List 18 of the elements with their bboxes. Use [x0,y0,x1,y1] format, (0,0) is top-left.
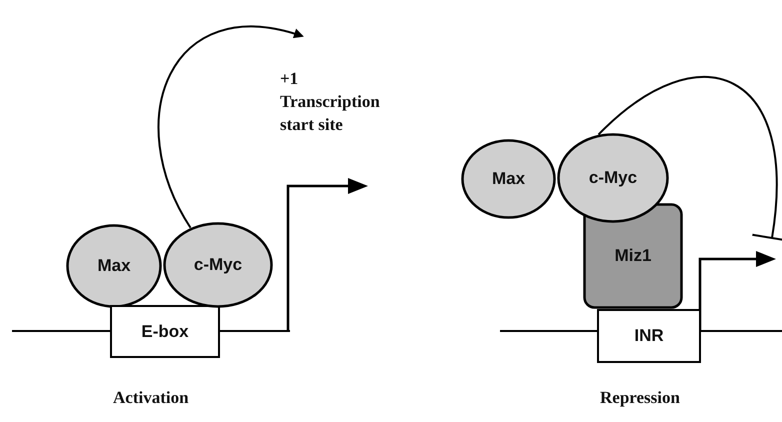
curved-arrow [158,26,304,228]
binding-site-box [110,305,220,358]
protein-ellipse [66,224,162,308]
protein-label: c-Myc [588,168,638,188]
caption-label: Activation [113,387,190,409]
protein-label: Miz1 [614,246,652,266]
protein-ellipse [461,139,556,219]
caption-label: Repression [600,387,681,409]
site-label: +1 Transcription start site [280,68,381,136]
protein-label: Max [97,256,131,276]
protein-ellipse [163,222,273,308]
site-label: INR [634,326,664,346]
protein-box [583,203,683,309]
protein-label: Max [492,169,526,189]
binding-site-box [597,309,701,363]
site-label: E-box [141,322,189,342]
protein-label: c-Myc [194,255,242,275]
protein-ellipse [557,133,669,223]
